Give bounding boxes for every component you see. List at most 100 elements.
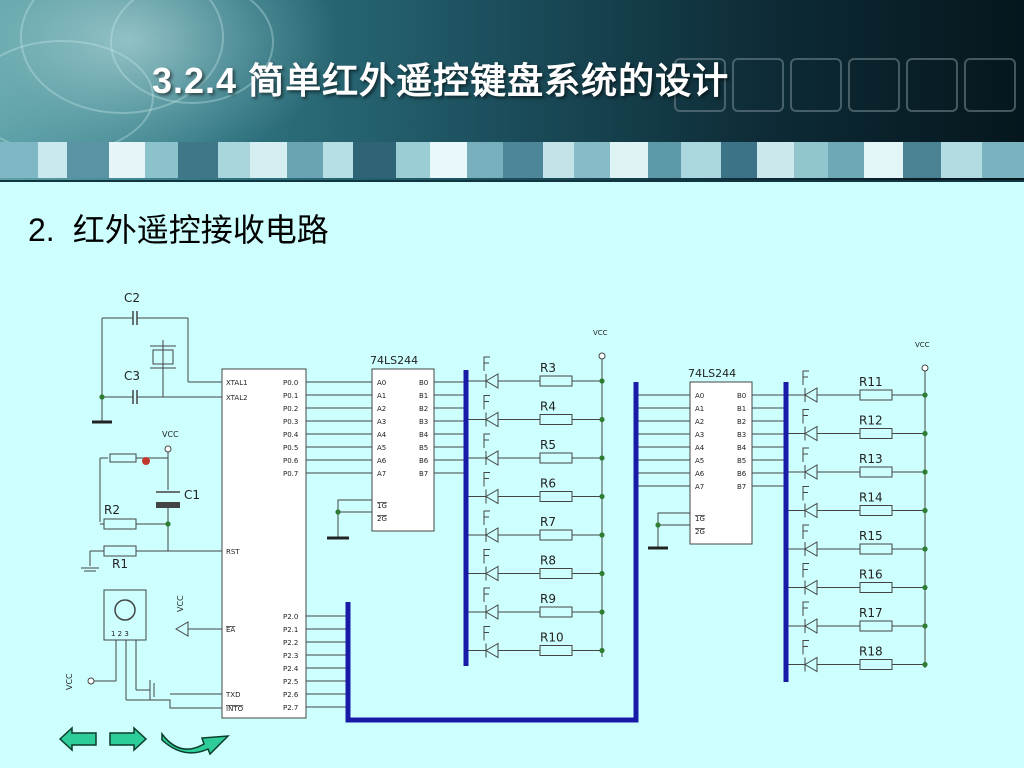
return-button[interactable]	[158, 724, 232, 760]
junction-node	[922, 392, 928, 398]
junction-node	[922, 584, 928, 591]
switch	[483, 510, 490, 525]
chip-pin-label: A0	[695, 392, 704, 400]
chip-pin-label: A2	[695, 418, 704, 426]
diode	[485, 604, 499, 620]
resistor-label: R2	[104, 503, 120, 517]
section-title: 红外遥控接收电路	[72, 212, 329, 248]
header-stripe	[0, 142, 1024, 178]
chip-pin-label: A3	[377, 418, 386, 426]
chip-pin-label: 2G	[377, 515, 387, 523]
decorative-squares	[674, 58, 1016, 112]
chip-pin-label: A0	[377, 379, 386, 387]
switch	[802, 486, 809, 501]
mcu-pin-label: P2.3	[283, 652, 298, 660]
mcu-pin-label: P0.4	[283, 431, 299, 439]
junction-node	[335, 509, 341, 515]
chip-pin-label: A7	[377, 470, 386, 478]
vcc-terminal	[87, 677, 95, 685]
next-button[interactable]	[108, 726, 148, 756]
switch	[483, 356, 490, 371]
resistor-label: R6	[540, 477, 556, 491]
resistor-label: R1	[112, 557, 128, 571]
chip-pin-label: B0	[737, 392, 746, 400]
junction-node	[599, 378, 605, 384]
chip-pin-label: B3	[737, 431, 746, 439]
chip-pin-label: B1	[737, 405, 746, 413]
vcc-label: VCC	[176, 595, 185, 612]
diode	[804, 387, 818, 403]
chip-pin-label: A5	[695, 457, 704, 465]
vcc-label: VCC	[65, 673, 74, 690]
mcu-pin-label: P2.2	[283, 639, 298, 647]
vcc-label: VCC	[593, 329, 608, 337]
mcu-pin-label: P2.5	[283, 678, 298, 686]
ir-receiver-lens	[114, 599, 136, 621]
circuit-parts	[81, 311, 929, 719]
switch	[802, 409, 809, 424]
mcu-pin-label: P0.5	[283, 444, 298, 452]
chip-pin-label: A5	[377, 444, 386, 452]
junction-node	[599, 493, 605, 500]
diode	[485, 642, 499, 659]
junction-node	[922, 469, 928, 475]
switch	[802, 563, 809, 578]
mcu-pin-label: P0.0	[283, 379, 298, 387]
switch	[483, 472, 490, 487]
microcontroller	[221, 368, 307, 719]
data-bus	[345, 382, 639, 723]
chip-pin-label: B2	[419, 405, 428, 413]
chip-pin-label: A6	[695, 470, 705, 478]
prev-button[interactable]	[58, 726, 98, 756]
chip-pin-label: A4	[377, 431, 387, 439]
capacitor-label: C1	[184, 488, 200, 502]
resistor-label: R8	[540, 554, 556, 568]
junction-node	[99, 394, 105, 400]
button-led	[142, 457, 150, 465]
vcc-terminal	[598, 352, 606, 360]
junction-node	[599, 570, 605, 577]
switch	[802, 447, 809, 462]
crystal	[152, 349, 174, 365]
chip-pin-label: A2	[377, 405, 386, 413]
mcu-pin-label: RST	[226, 548, 240, 556]
resistor	[539, 452, 573, 464]
wire	[657, 512, 690, 548]
mcu-pin-label: P2.7	[283, 704, 298, 712]
mcu-pin-label: EA	[226, 626, 235, 634]
resistor-label: R4	[540, 400, 556, 414]
resistor	[539, 375, 573, 387]
chip-pin-label: A1	[695, 405, 704, 413]
diode	[804, 502, 818, 519]
chip-pin-label: B2	[737, 418, 746, 426]
chip-pin-label: B6	[419, 457, 429, 465]
resistor-label: R11	[859, 375, 883, 389]
mcu-pin-label: P2.6	[283, 691, 299, 699]
switch	[483, 626, 490, 641]
push-button	[109, 453, 137, 463]
page-title: 3.2.4 简单红外遥控键盘系统的设计	[152, 60, 730, 101]
junction-node	[599, 532, 605, 538]
resistor	[859, 428, 893, 439]
circuit-wires	[89, 317, 926, 709]
mcu-pin-label: TXD	[225, 691, 240, 699]
mcu-pin-label: P0.1	[283, 392, 298, 400]
chip-label: 74LS244	[688, 367, 736, 380]
junction-node	[922, 623, 928, 629]
mcu-pin-label: P0.6	[283, 457, 299, 465]
right-arrow-icon	[109, 726, 148, 752]
diode	[485, 565, 499, 582]
buffer-chip	[689, 381, 753, 545]
chip-pin-label: A6	[377, 457, 387, 465]
chip-pin-label: B7	[419, 470, 428, 478]
chip-pin-label: B6	[737, 470, 747, 478]
chip-pin-label: B4	[737, 444, 747, 452]
chip-pin-label: A1	[377, 392, 386, 400]
chip-pin-label: B7	[737, 483, 746, 491]
resistor-label: R15	[859, 529, 883, 543]
resistor-label: R5	[540, 438, 556, 452]
chip-pin-label: B0	[419, 379, 428, 387]
resistor-label: R13	[859, 452, 883, 466]
chip-pin-label: B4	[419, 431, 429, 439]
